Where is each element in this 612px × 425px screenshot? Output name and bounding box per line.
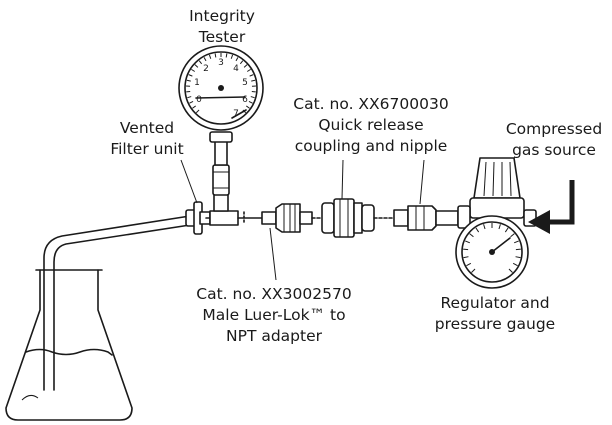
label-line: Cat. no. XX3002570 bbox=[196, 285, 352, 303]
gauge-tick bbox=[469, 233, 474, 238]
gauge-tick bbox=[251, 79, 256, 82]
gauge-tick bbox=[475, 227, 480, 233]
gauge-tick bbox=[195, 109, 200, 114]
label-line: Vented bbox=[119, 119, 175, 137]
gauge-tick bbox=[245, 105, 250, 109]
gauge-tick bbox=[249, 74, 254, 77]
luer-npt-adapter bbox=[261, 203, 323, 233]
gauge-number: 0 bbox=[196, 95, 202, 105]
quick-release-coupling bbox=[321, 198, 459, 238]
gauge-tick bbox=[512, 262, 518, 267]
gauge-tick bbox=[208, 54, 212, 59]
gauge-tick bbox=[214, 53, 217, 58]
gauge-tick bbox=[230, 54, 234, 59]
gauge-tick bbox=[465, 240, 471, 244]
gauge-tick bbox=[191, 68, 196, 72]
gauge-tick bbox=[508, 268, 513, 273]
label-line: coupling and nipple bbox=[294, 137, 448, 155]
gauge-tick bbox=[189, 100, 194, 104]
gauge-tick bbox=[243, 64, 248, 68]
gauge-tick bbox=[188, 74, 193, 77]
gauge-number: 5 bbox=[242, 78, 248, 88]
gauge-tick bbox=[483, 224, 486, 230]
label-line: Cat. no. XX6700030 bbox=[293, 95, 449, 113]
gauge-number: 1 bbox=[194, 78, 200, 88]
gauge-tick bbox=[510, 233, 515, 238]
tee-connector bbox=[209, 192, 263, 226]
label-line: gas source bbox=[512, 141, 596, 159]
leader-lines bbox=[180, 159, 425, 281]
label-line: Compressed bbox=[505, 120, 603, 138]
integrity-tester-gauge: 0 1 2 3 4 5 6 7 bbox=[178, 45, 264, 131]
gauge-tick bbox=[513, 240, 519, 244]
compressed-gas-label: Compressed gas source bbox=[500, 119, 608, 161]
integrity-tester-stem bbox=[209, 131, 233, 196]
quick-release-label: Cat. no. XX6700030 Quick release couplin… bbox=[283, 94, 459, 157]
gauge-tick bbox=[203, 57, 207, 62]
gauge-tick bbox=[471, 268, 476, 273]
gauge-tick bbox=[248, 100, 253, 104]
gauge-number: 2 bbox=[203, 64, 209, 74]
gauge-number: 7 bbox=[233, 109, 239, 119]
luer-adapter-label: Cat. no. XX3002570 Male Luer-Lok™ to NPT… bbox=[186, 284, 362, 347]
label-line: Male Luer-Lok™ to bbox=[202, 306, 346, 324]
gauge-tick bbox=[187, 96, 192, 99]
regulator-label: Regulator and pressure gauge bbox=[432, 293, 558, 335]
gauge-tick bbox=[192, 105, 197, 109]
gauge-tick bbox=[194, 64, 199, 68]
gauge-tick bbox=[498, 224, 501, 230]
label-line: Filter unit bbox=[110, 140, 184, 158]
gas-flow-arrow bbox=[528, 180, 575, 234]
gauge-tick bbox=[515, 256, 521, 259]
integrity-tester-label: Integrity Tester bbox=[174, 6, 270, 48]
regulator-and-gauge bbox=[455, 157, 537, 289]
gauge-tick bbox=[186, 79, 191, 82]
label-line: Regulator and bbox=[440, 294, 550, 312]
label-line: Quick release bbox=[318, 116, 424, 134]
gauge-tick bbox=[198, 60, 203, 65]
gauge-tick bbox=[250, 96, 255, 99]
gauge-tick bbox=[504, 227, 509, 233]
label-line: Tester bbox=[198, 28, 246, 46]
gauge-tick bbox=[225, 53, 228, 58]
vented-filter-label: Vented Filter unit bbox=[92, 118, 202, 160]
gauge-tick bbox=[239, 60, 244, 65]
gauge-tick bbox=[466, 262, 472, 267]
outlet-tubing bbox=[43, 215, 191, 391]
gauge-tick bbox=[235, 57, 239, 62]
gauge-tick bbox=[246, 68, 251, 72]
gauge-number: 3 bbox=[218, 58, 224, 68]
label-line: pressure gauge bbox=[434, 315, 556, 333]
gauge-number: 4 bbox=[233, 64, 239, 74]
gauge-number: 6 bbox=[242, 95, 248, 105]
label-line: Integrity bbox=[189, 7, 255, 25]
label-line: NPT adapter bbox=[226, 327, 322, 345]
gauge-tick bbox=[463, 256, 469, 259]
erlenmeyer-flask bbox=[5, 269, 133, 421]
